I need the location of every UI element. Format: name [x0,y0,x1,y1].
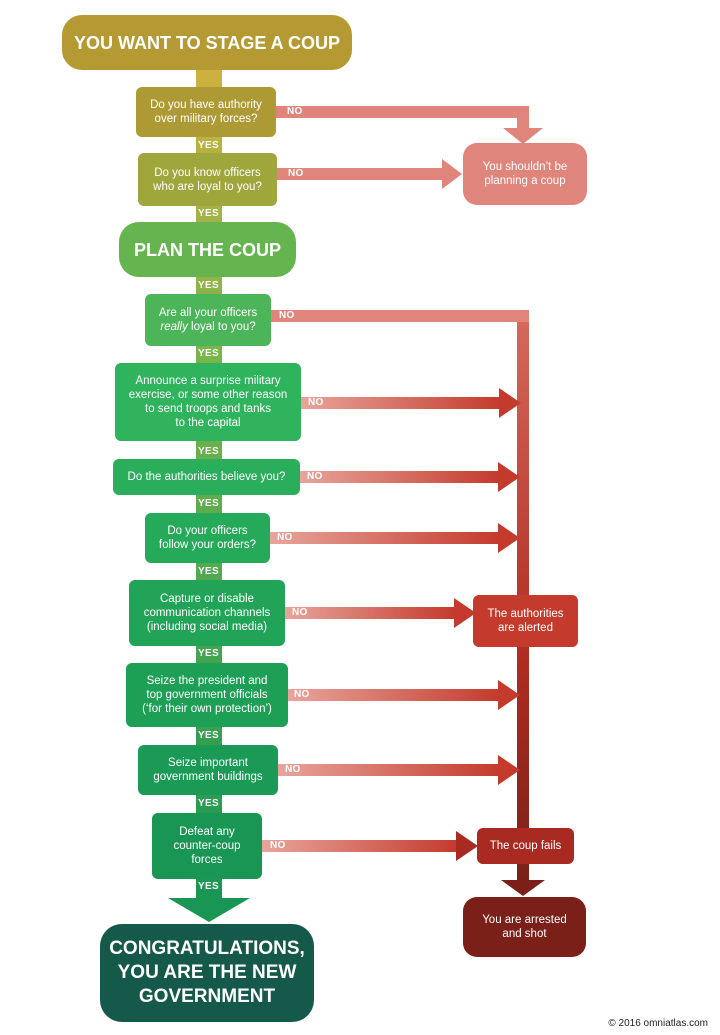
plan-box: PLAN THE COUP [119,222,296,277]
yes-label: YES [198,280,219,291]
no-line-2 [276,168,444,180]
no-line-1 [275,106,529,118]
yes-label: YES [198,798,219,809]
step-buildings: Seize important government buildings [138,745,278,795]
no-line-9 [278,764,500,776]
copyright: © 2016 omniatlas.com [608,1018,708,1029]
no-line-6 [270,532,500,544]
start-box: YOU WANT TO STAGE A COUP [62,15,352,70]
step-follow-orders: Do your officers follow your orders? [145,513,270,563]
outcome-arrested: You are arrested and shot [463,897,586,957]
plan-title: PLAN THE COUP [133,239,281,260]
start-title: YOU WANT TO STAGE A COUP [73,32,340,53]
step-know-officers: Do you know officers who are loyal to yo… [138,153,277,206]
no-label: NO [287,106,303,117]
no-line-10 [262,840,458,852]
outcome-fails: The coup fails [477,828,574,864]
no-label: NO [288,168,304,179]
step-seize-president: Seize the president and top government o… [126,663,288,727]
no-line-8 [288,689,500,701]
no-label: NO [308,397,324,408]
no-label: NO [292,607,308,618]
spine-arrow [168,898,250,922]
step-counter-coup: Defeat any counter-coup forces [152,813,262,879]
no-line-3 [270,310,529,322]
no-label: NO [277,532,293,543]
yes-label: YES [198,648,219,659]
step-follow-orders-text: Do your officers follow your orders? [158,525,257,551]
no-label: NO [285,764,301,775]
step-announce-text: Announce a surprise military exercise, o… [128,375,288,429]
no-label: NO [307,471,323,482]
yes-label: YES [198,730,219,741]
no-label: NO [279,310,295,321]
no-line-4 [301,397,501,409]
no-line-5 [300,471,500,483]
outcome-alerted: The authorities are alerted [473,595,578,647]
outcome-arrested-text: You are arrested and shot [482,914,567,940]
step-believe: Do the authorities believe you? [113,459,300,495]
step-counter-coup-text: Defeat any counter-coup forces [173,826,241,866]
outcome-no-plan-text: You shouldn’t be planning a coup [482,161,568,187]
outcome-alerted-text: The authorities are alerted [487,608,564,634]
step-authority: Do you have authority over military forc… [136,87,276,137]
step-buildings-text: Seize important government buildings [153,757,263,783]
final-text: CONGRATULATIONS, YOU ARE THE NEW GOVERNM… [109,938,305,1007]
step-authority-text: Do you have authority over military forc… [150,99,262,125]
final-box: CONGRATULATIONS, YOU ARE THE NEW GOVERNM… [100,924,314,1022]
yes-label: YES [198,140,219,151]
step-believe-text: Do the authorities believe you? [127,471,286,483]
yes-label: YES [198,348,219,359]
step-seize-president-text: Seize the president and top government o… [142,675,272,715]
step-announce: Announce a surprise military exercise, o… [115,363,301,441]
no-label: NO [270,840,286,851]
yes-label: YES [198,566,219,577]
step-communication-text: Capture or disable communication channel… [143,593,271,633]
outcome-no-plan: You shouldn’t be planning a coup [463,143,587,205]
step-know-officers-text: Do you know officers who are loyal to yo… [153,166,262,193]
outcome-fails-text: The coup fails [489,840,562,852]
emphasis-text: really [160,321,188,333]
yes-label: YES [198,881,219,892]
yes-label: YES [198,446,219,457]
yes-label: YES [198,208,219,219]
step-communication: Capture or disable communication channel… [129,580,285,646]
no-label: NO [294,689,310,700]
no-line-7 [285,607,456,619]
yes-label: YES [198,498,219,509]
